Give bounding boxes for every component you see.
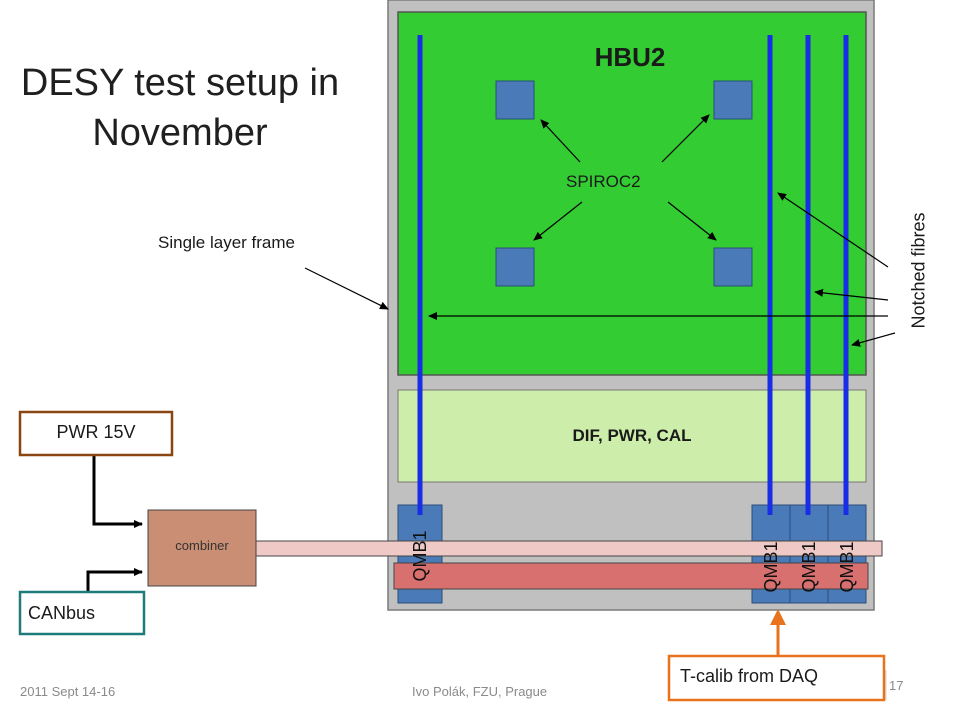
combiner-box	[147, 509, 257, 587]
canbus-label: CANbus	[28, 603, 96, 623]
spiroc2-label: SPIROC2	[566, 172, 641, 191]
hbu2-label: HBU2	[594, 42, 666, 72]
frame-arrow	[304, 267, 389, 310]
canbus-connector	[86, 568, 143, 592]
cable-band-dark	[393, 562, 869, 590]
single-layer-frame-label: Single layer frame	[158, 233, 296, 252]
dif-label: DIF, PWR, CAL	[572, 426, 692, 445]
slide-title: DESY test setup in November	[20, 62, 340, 154]
spiroc-chip	[713, 247, 753, 287]
qmb1-label: QMB1	[410, 530, 430, 582]
dif-board	[397, 389, 867, 483]
fibre-arrow	[814, 288, 889, 301]
tcalib-label: T-calib from DAQ	[680, 666, 819, 686]
spiroc-arrow	[667, 201, 717, 241]
spiroc-chip	[495, 247, 535, 287]
combiner-label: combiner	[175, 538, 229, 553]
spiroc-chip	[495, 80, 535, 120]
spiroc-arrow	[540, 119, 581, 163]
notched-fibres-label: Notched fibres	[908, 212, 929, 329]
pwr-label: PWR 15V	[56, 422, 136, 442]
footer-date: 2011 Sept 14-16	[20, 684, 116, 699]
page-number: 17	[889, 678, 904, 693]
hbu2-board	[397, 11, 867, 376]
qmb1-label: QMB1	[761, 541, 781, 593]
tcalib-box	[667, 654, 886, 702]
spiroc-arrow	[661, 114, 710, 163]
spiroc-chip	[713, 80, 753, 120]
footer-author: Ivo Polák, FZU, Prague	[412, 684, 548, 699]
fibre-arrow	[777, 192, 889, 268]
pwr-connector	[92, 455, 143, 528]
qmb1-label: QMB1	[799, 541, 819, 593]
spiroc-arrow	[533, 201, 583, 241]
cable-band-light	[255, 540, 883, 557]
qmb1-label: QMB1	[837, 541, 857, 593]
canbus-box	[18, 590, 146, 636]
fibre-arrow	[851, 332, 896, 347]
pwr-box	[18, 410, 174, 457]
